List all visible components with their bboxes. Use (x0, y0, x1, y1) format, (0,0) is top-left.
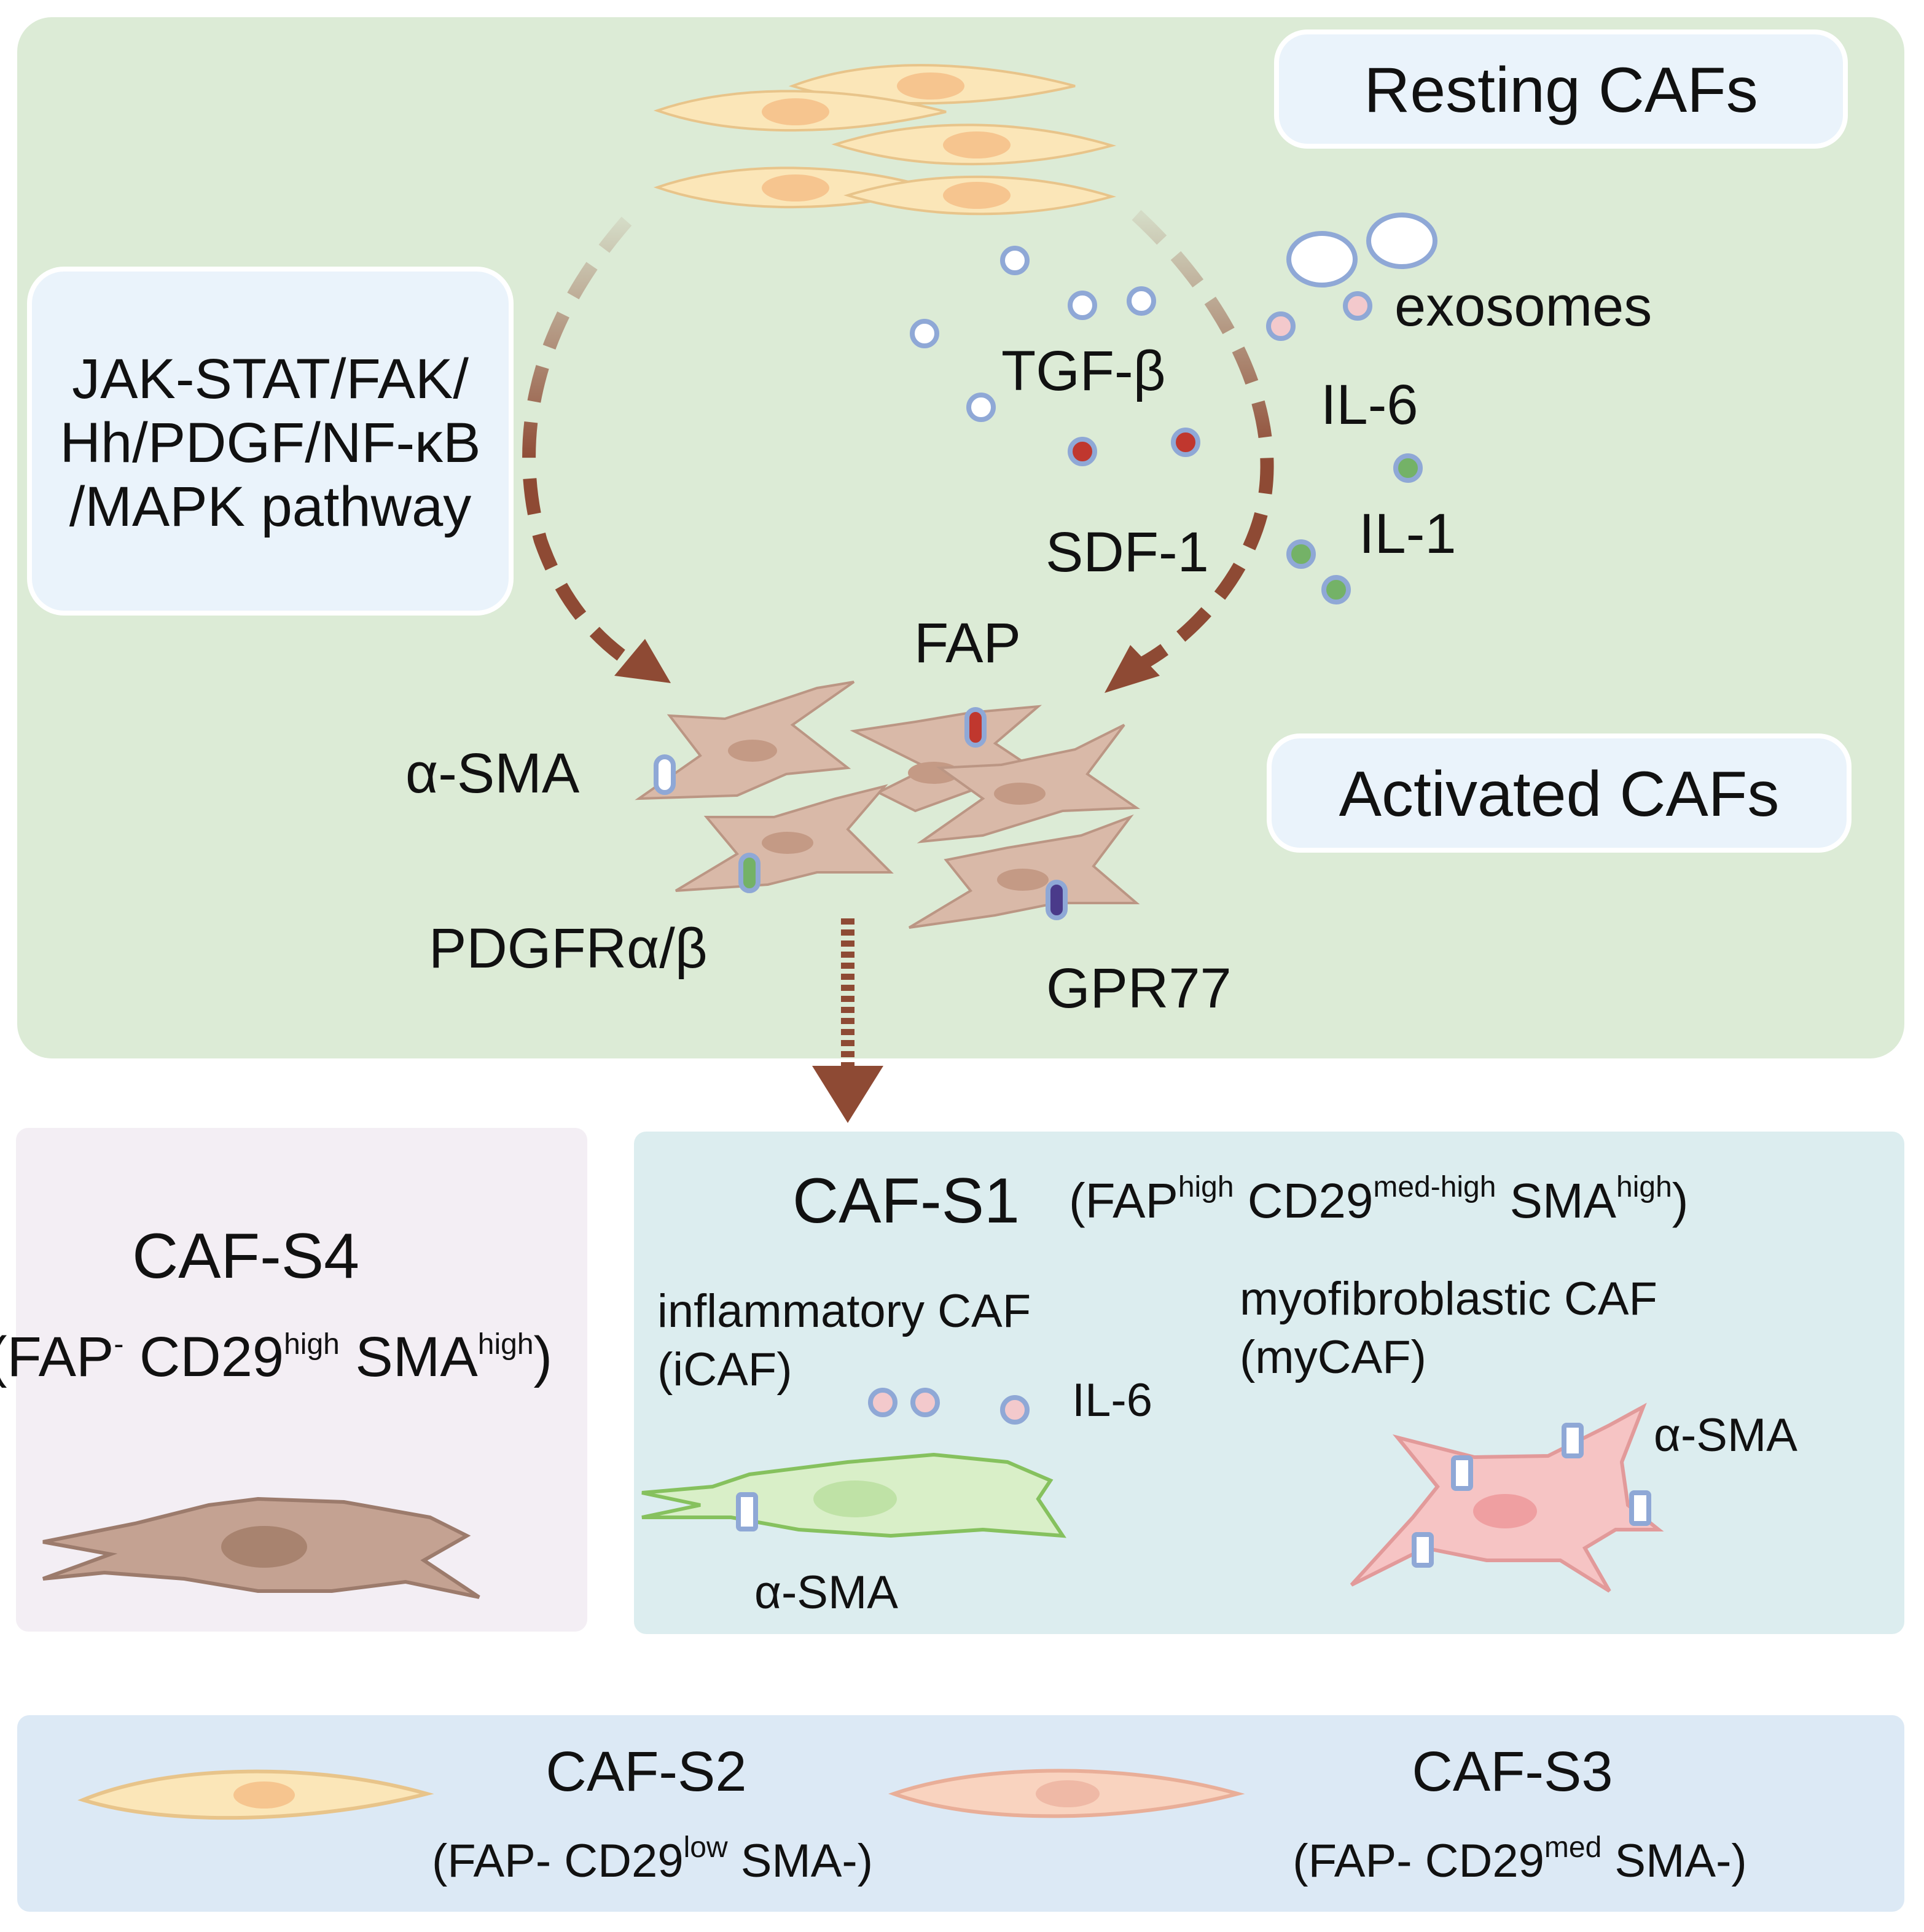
pdgfr-receptor (738, 853, 761, 893)
resting-fibroblasts (653, 64, 1117, 216)
activated-cell-3 (917, 724, 1141, 843)
icaf-il6-dot (910, 1388, 940, 1417)
resting-nucleus-1 (897, 72, 964, 100)
mycaf-asma-receptor (1412, 1532, 1434, 1568)
asma-label: α-SMA (405, 742, 580, 805)
resting-nucleus-3 (943, 131, 1011, 158)
resting-cafs-box (1274, 29, 1848, 149)
gpr77-label: GPR77 (1046, 957, 1232, 1020)
caf-s4-panel: CAF-S4 (FAP- CD29high SMAhigh) (0, 1128, 587, 1632)
il6-dot (1266, 311, 1296, 341)
left-arrowhead (614, 639, 671, 683)
tgf-dot (910, 319, 939, 348)
gpr77-receptor (1046, 880, 1068, 920)
cytokine-dots (910, 213, 1437, 604)
tgf-beta-label: TGF-β (1001, 340, 1166, 402)
activated-cafs-box (1267, 733, 1852, 853)
caf-s3-markers: (FAP- CD29med SMA-) (1292, 1831, 1746, 1887)
caf-s2-s3-panel: CAF-S2 (FAP- CD29low SMA-) CAF-S3 (FAP- … (17, 1715, 1904, 1912)
sdf1-label: SDF-1 (1046, 521, 1209, 584)
mycaf-asma-receptor (1451, 1455, 1473, 1491)
caf-s2-title: CAF-S2 (546, 1740, 746, 1803)
resting-cafs-label: Resting CAFs (1364, 55, 1758, 126)
icaf-asma-label: α-SMA (754, 1566, 898, 1619)
il1-dot (1321, 575, 1351, 604)
mycaf-label-line2: (myCAF) (1240, 1331, 1426, 1383)
fap-receptor (964, 707, 987, 748)
activated-cafs-label: Activated CAFs (1339, 759, 1780, 830)
activated-fibroblasts (635, 681, 1141, 929)
mycaf-label-line1: myofibroblastic CAF (1240, 1273, 1657, 1325)
activated-nucleus-5 (997, 869, 1049, 891)
caf-s3-title: CAF-S3 (1412, 1740, 1613, 1803)
caf-s4-title: CAF-S4 (132, 1221, 359, 1292)
mycaf-asma-receptor (1629, 1490, 1651, 1526)
icaf-il6-dot (1000, 1395, 1030, 1425)
caf-s2-s3-panel-bg (17, 1715, 1904, 1912)
pathway-line-3: /MAPK pathway (69, 475, 472, 538)
mycaf-asma-label: α-SMA (1654, 1409, 1797, 1461)
subtype-arrowhead (812, 1066, 883, 1123)
il6-dot (1343, 291, 1372, 321)
activation-panel: Resting CAFs JAK-STAT/FAK/ Hh/PDGF/NF-κB… (17, 17, 1904, 1058)
right-activation-arrow (1132, 209, 1274, 670)
tgf-dot (1068, 291, 1097, 320)
icaf-label-line1: inflammatory CAF (657, 1285, 1031, 1337)
icaf-asma-receptor (736, 1492, 758, 1531)
resting-nucleus-4 (762, 174, 829, 201)
icaf-il6-dot (868, 1388, 897, 1417)
mycaf-asma-receptor (1562, 1423, 1584, 1458)
pathway-line-1: JAK-STAT/FAK/ (72, 348, 469, 410)
caf-s1-panel: CAF-S1 (FAPhigh CD29med-high SMAhigh) in… (634, 1132, 1904, 1634)
sdf1-dot (1171, 428, 1200, 457)
il1-label: IL-1 (1359, 503, 1457, 565)
caf-s3-nucleus (1036, 1780, 1100, 1807)
tgf-dot (1000, 246, 1030, 275)
sdf1-dot (1068, 437, 1097, 466)
right-arrowhead (1105, 645, 1160, 693)
icaf-label-line2: (iCAF) (657, 1343, 792, 1396)
caf-s4-nucleus (221, 1526, 307, 1568)
caf-s2-markers: (FAP- CD29low SMA-) (432, 1831, 873, 1887)
resting-nucleus-2 (762, 98, 829, 125)
pathway-box (27, 267, 514, 616)
il1-dot (1286, 539, 1316, 569)
exosomes-label: exosomes (1394, 275, 1652, 338)
icaf-il6-label: IL-6 (1072, 1374, 1152, 1426)
pathway-line-2: Hh/PDGF/NF-κB (60, 412, 481, 474)
caf-s1-markers: (FAPhigh CD29med-high SMAhigh) (1069, 1171, 1688, 1228)
fap-label: FAP (914, 612, 1021, 675)
caf-s4-markers: (FAP- CD29high SMAhigh) (0, 1326, 552, 1388)
activated-nucleus-1 (728, 740, 777, 762)
caf-s4-panel-bg (16, 1128, 587, 1632)
exosome-vesicle (1366, 213, 1437, 269)
mycaf-nucleus (1473, 1494, 1537, 1528)
resting-nucleus-5 (943, 182, 1011, 209)
tgf-dot (966, 393, 996, 422)
caf-s2-nucleus (233, 1781, 295, 1809)
activated-nucleus-3 (994, 783, 1046, 805)
icaf-nucleus (813, 1480, 897, 1517)
tgf-dot (1127, 286, 1156, 316)
pdgfr-label: PDGFRα/β (429, 917, 708, 980)
asma-receptor (654, 754, 676, 795)
activated-nucleus-4 (762, 832, 813, 854)
caf-s1-title: CAF-S1 (792, 1165, 1020, 1237)
il1-dot (1393, 453, 1423, 483)
il6-label: IL-6 (1321, 373, 1418, 436)
left-activation-arrow (522, 216, 637, 670)
exosome-vesicle (1286, 231, 1358, 287)
